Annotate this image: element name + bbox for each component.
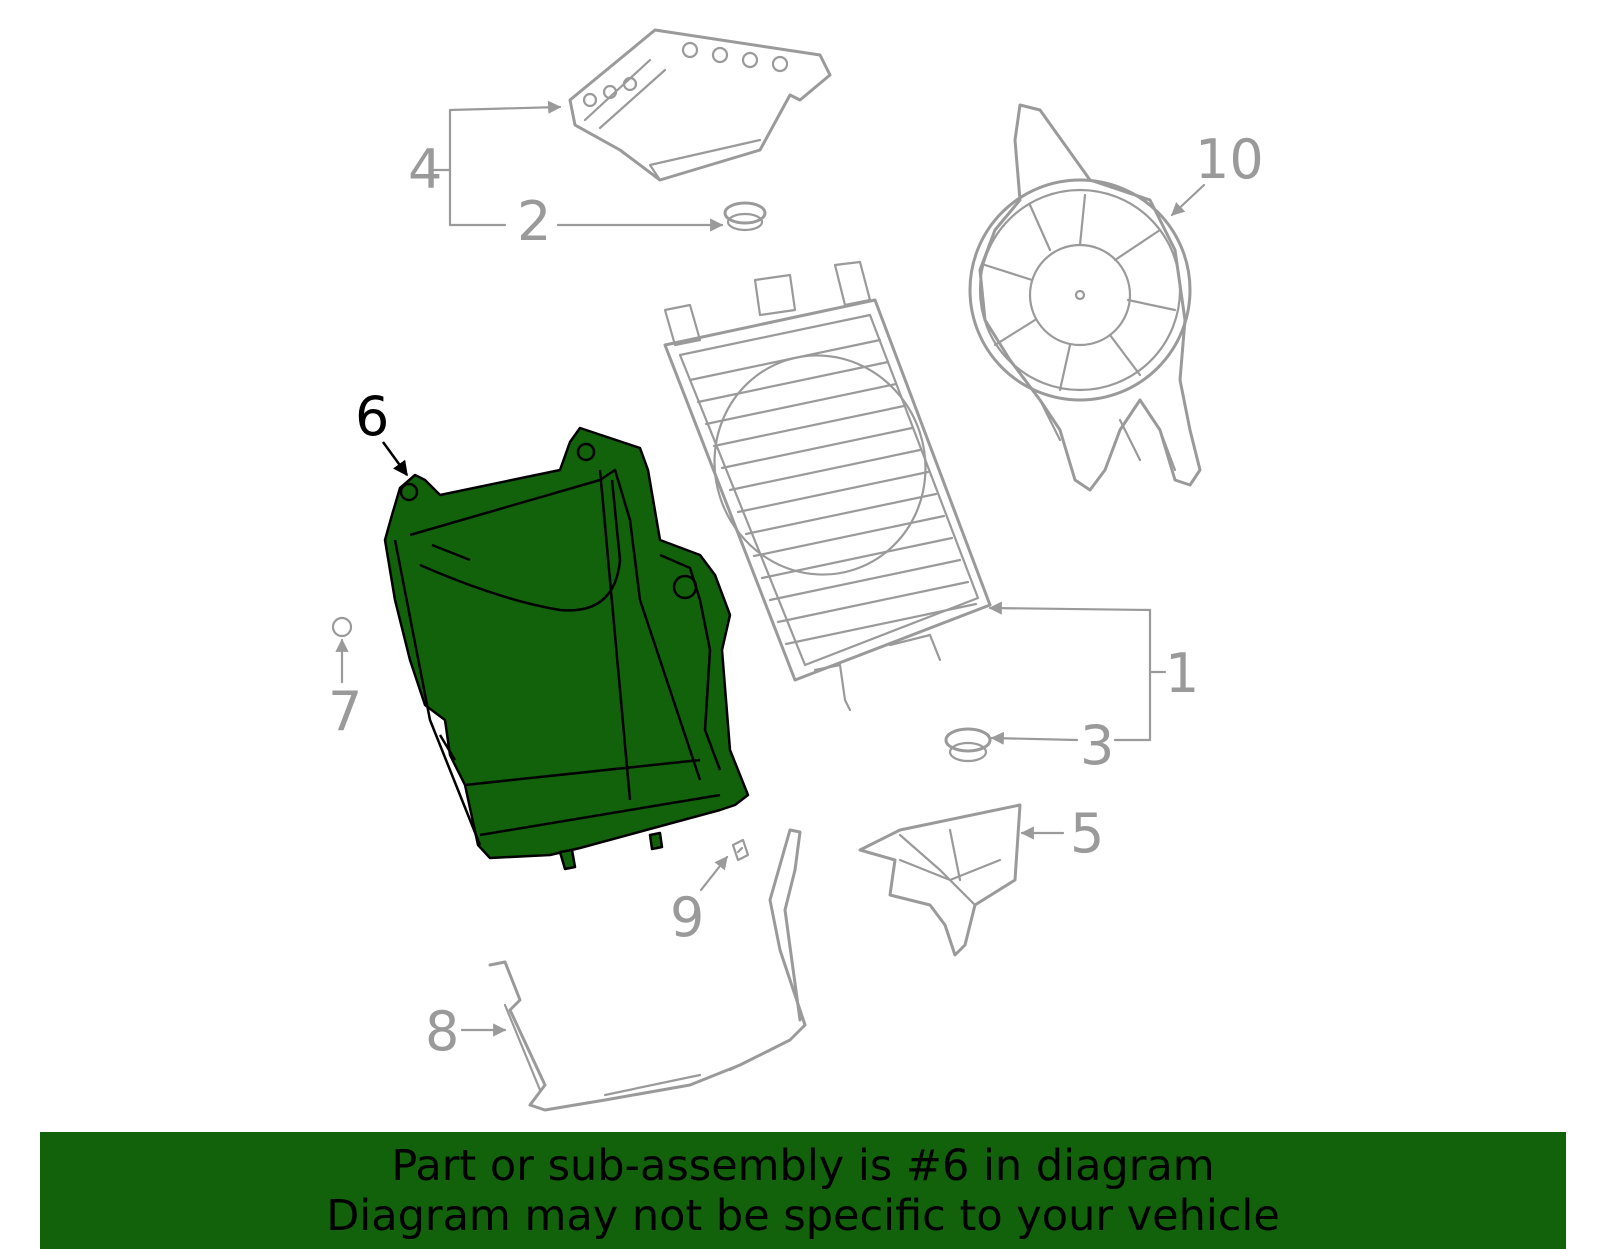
label-part-6: 6: [355, 385, 389, 448]
label-part-8: 8: [425, 1000, 459, 1063]
part-10-fan-assembly[interactable]: [968, 103, 1202, 492]
part-8-lower-bracket[interactable]: [488, 828, 807, 1112]
radiator-fins: [688, 338, 978, 646]
part-4-upper-cover[interactable]: [568, 28, 832, 182]
part-6-shroud-highlighted[interactable]: [383, 426, 750, 871]
banner-line-1: Part or sub-assembly is #6 in diagram: [391, 1140, 1215, 1191]
part-5-bracket[interactable]: [858, 803, 1022, 957]
label-part-10: 10: [1195, 128, 1264, 191]
part-2-grommet[interactable]: [723, 201, 767, 232]
part-9-clip[interactable]: [731, 838, 750, 862]
label-part-9: 9: [670, 886, 704, 949]
part-7-pin[interactable]: [331, 616, 353, 638]
label-part-2: 2: [517, 190, 551, 253]
label-part-3: 3: [1080, 714, 1114, 777]
label-part-4: 4: [408, 138, 442, 201]
label-part-1: 1: [1165, 642, 1199, 705]
part-3-grommet[interactable]: [944, 727, 992, 763]
label-part-5: 5: [1070, 802, 1104, 865]
banner-line-2: Diagram may not be specific to your vehi…: [326, 1190, 1280, 1241]
label-part-7: 7: [328, 680, 362, 743]
info-banner: Part or sub-assembly is #6 in diagram Di…: [40, 1132, 1566, 1249]
leader-lines: [335, 100, 1206, 1037]
